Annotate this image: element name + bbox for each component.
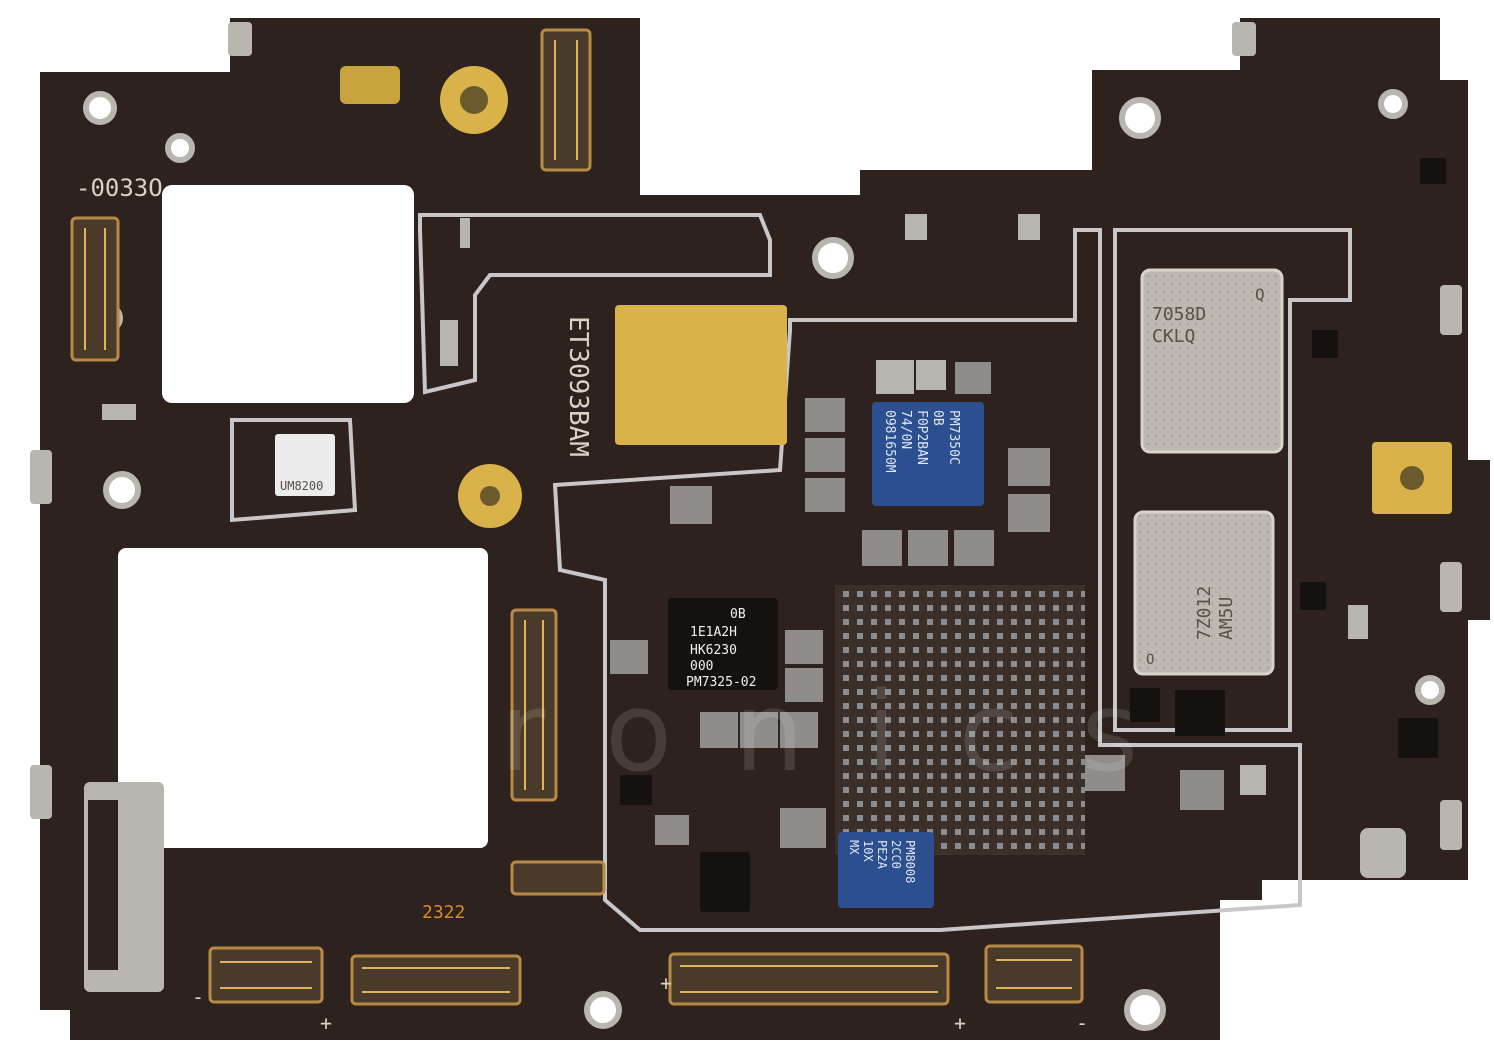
plus-mark-3: + xyxy=(660,971,672,995)
modem-module-line2: AM5U xyxy=(1216,597,1237,640)
bga-area xyxy=(835,585,1085,855)
pmic-secondary-chip xyxy=(668,598,778,690)
pmic-main-line4: 74/0N xyxy=(898,410,913,449)
modem-module-line1: 7Z012 xyxy=(1194,586,1215,640)
model-label: ET3093BAM xyxy=(563,316,593,457)
pmic-secondary-line2: 000 xyxy=(690,659,713,674)
board-ref-label: 2322 xyxy=(422,902,465,923)
shield-trace xyxy=(230,213,1352,932)
wifi-module-line1: 7058D xyxy=(1152,304,1206,325)
small-ic-label: UM8200 xyxy=(280,479,323,493)
modem-module-corner: O xyxy=(1146,652,1154,668)
pmic-small-line3: PE2A xyxy=(875,840,889,870)
wifi-module-can xyxy=(1140,268,1284,454)
camera-cutout-bottom xyxy=(118,548,488,848)
pmic-main-chip xyxy=(872,402,984,506)
microphone xyxy=(340,66,400,104)
pmic-small-chip xyxy=(838,832,934,908)
plus-mark-1: + xyxy=(320,1011,332,1035)
board-connectors xyxy=(70,28,1084,1006)
pmic-main-line2: 0B xyxy=(930,410,945,426)
small-ic xyxy=(275,434,335,496)
minus-mark-1: - xyxy=(192,985,204,1009)
modem-module-can xyxy=(1133,510,1275,676)
mounting-holes xyxy=(83,89,1445,1031)
pmic-small-line2: 2CC0 xyxy=(889,840,903,869)
pmic-small-line4: 10X xyxy=(861,840,875,862)
pmic-main-line1: PM7350C xyxy=(946,410,961,465)
pmic-secondary-line3: HK6230 xyxy=(690,643,737,658)
pmic-small-line5: MX xyxy=(847,840,861,855)
board-code-label: -0033O xyxy=(76,174,163,202)
plus-mark-2: + xyxy=(954,1011,966,1035)
dark-chips xyxy=(620,158,1446,912)
camera-cutout-top xyxy=(162,185,414,403)
minus-mark-2: - xyxy=(1076,1011,1088,1035)
pmic-secondary-line5: 0B xyxy=(730,607,746,622)
watermark-text: ictronics xyxy=(180,668,1200,796)
pmic-secondary-line4: 1E1A2H xyxy=(690,625,737,640)
pmic-main-line3: F0P2BAN xyxy=(914,410,929,465)
pmic-secondary-line1: PM7325-02 xyxy=(686,675,756,690)
wifi-module-line2: CKLQ xyxy=(1152,326,1195,347)
pmic-small-line1: PM8008 xyxy=(903,840,917,883)
passive-components xyxy=(610,362,1224,848)
wifi-module-corner: Q xyxy=(1255,285,1265,304)
pmic-main-line5: 0981650M xyxy=(882,410,897,473)
